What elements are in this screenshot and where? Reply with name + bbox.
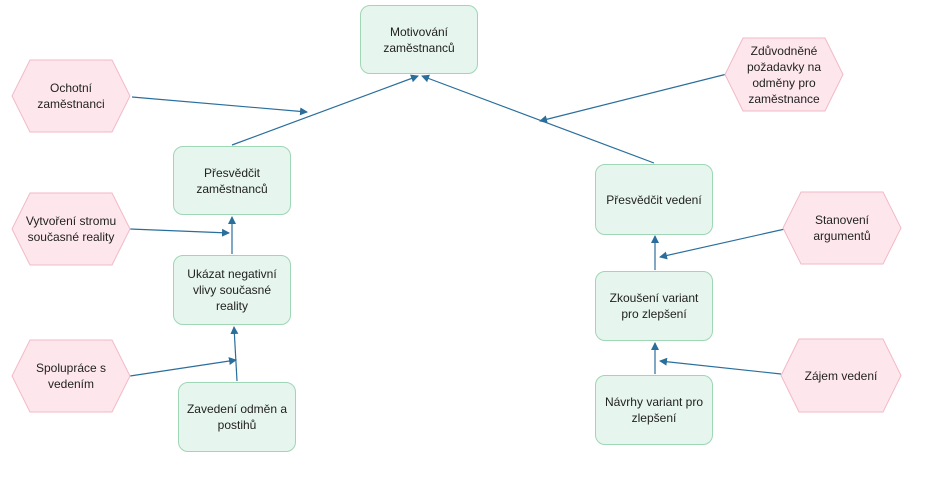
arrow-zajem-to-link — [659, 357, 782, 375]
hexagon-shape — [780, 338, 902, 413]
node-label: Zkoušení variant pro zlepšení — [609, 291, 699, 321]
arrow-zavedeni-to-ukazat — [230, 326, 239, 382]
hexagon-shape — [11, 192, 131, 266]
node-zkouseni-variant[interactable]: Zkoušení variant pro zlepšení — [595, 271, 713, 341]
condition-label: Ochotní zaměstnanci — [37, 81, 105, 111]
node-zavedeni-odmen[interactable]: Zavedení odměn a postihů — [178, 382, 296, 452]
condition-label: Vytvoření stromu současné reality — [25, 214, 117, 244]
arrow-strom-to-link — [129, 228, 230, 237]
hexagon-shape — [11, 339, 131, 413]
node-label: Zavedení odměn a postihů — [186, 402, 288, 432]
hexagon-shape — [782, 191, 902, 265]
condition-stanoveni-argumentu[interactable]: Stanovení argumentů — [782, 191, 902, 265]
node-presvedcit-zamestnancu[interactable]: Přesvědčit zaměstnanců — [173, 146, 291, 215]
node-label: Návrhy variant pro zlepšení — [604, 395, 704, 425]
condition-vytvoreni-stromu[interactable]: Vytvoření stromu současné reality — [11, 192, 131, 266]
node-motivovani-zamestnancu[interactable]: Motivování zaměstnanců — [360, 5, 478, 74]
node-label: Motivování zaměstnanců — [383, 24, 455, 55]
node-label: Přesvědčit vedení — [606, 192, 702, 207]
arrow-presvedcit-to-motivovani — [231, 74, 419, 146]
hexagon-shape — [11, 59, 131, 133]
condition-label: Zájem vedení — [804, 368, 878, 383]
arrow-spoluprace-to-link — [129, 357, 237, 377]
condition-zajem-vedeni[interactable]: Zájem vedení — [780, 338, 902, 413]
node-ukazat-negativni-vlivy[interactable]: Ukázat negativní vlivy současné reality — [173, 255, 291, 325]
condition-ochotni-zamestnanci[interactable]: Ochotní zaměstnanci — [11, 59, 131, 133]
node-presvedcit-vedeni[interactable]: Přesvědčit vedení — [595, 164, 713, 235]
condition-zduvodnene-pozadavky[interactable]: Zdůvodněné požadavky na odměny pro zaměs… — [724, 37, 844, 112]
node-label: Ukázat negativní vlivy současné reality — [187, 267, 277, 313]
arrow-argumenty-to-link — [659, 228, 786, 260]
hexagon-shape — [724, 37, 844, 112]
node-navrhy-variant[interactable]: Návrhy variant pro zlepšení — [595, 375, 713, 445]
condition-label: Zdůvodněné požadavky na odměny pro zaměs… — [746, 43, 822, 106]
arrow-pozadavky-to-link — [539, 73, 728, 124]
condition-label: Spolupráce s vedením — [35, 361, 107, 391]
node-label: Přesvědčit zaměstnanců — [196, 165, 268, 196]
arrow-vedeni-to-motivovani — [421, 74, 655, 164]
arrow-ochotni-to-link — [131, 96, 308, 116]
condition-spoluprace-s-vedenim[interactable]: Spolupráce s vedením — [11, 339, 131, 413]
condition-label: Stanovení argumentů — [813, 213, 871, 243]
